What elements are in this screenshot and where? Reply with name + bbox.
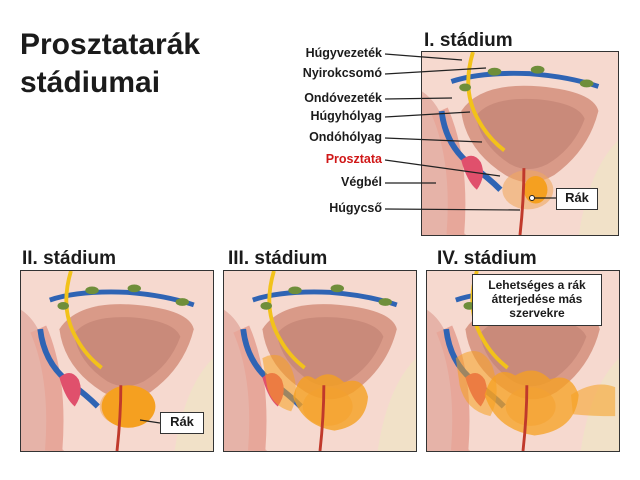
urethra [518,168,526,235]
label-rectum: Végbél [341,175,382,189]
tumor-spread [455,350,497,417]
tumor [523,175,548,204]
label-seminal-vesicle: Ondóhólyag [309,130,382,144]
lymph-node [530,65,545,74]
tumor-metastasis [571,384,616,417]
lymph-node [57,301,69,310]
ureter [267,271,306,370]
label-urethra: Húgycső [329,201,382,215]
stage-3-title: III. stádium [228,248,328,269]
lymph-node [85,286,99,295]
lymph-node [175,298,189,306]
stage-4-title: IV. stádium [437,248,537,269]
stage-4-spread-note: Lehetséges a rák átterjedése más szervek… [472,274,602,326]
tumor [293,374,368,431]
lymph-node [260,301,272,310]
stage-3-illustration [223,270,417,452]
lymph-node [127,284,141,293]
stage-1-title: I. stádium [424,30,513,51]
urethra [318,385,326,451]
stage-1-cancer-callout: Rák [556,188,598,210]
tumor [484,370,579,436]
lymph-node [330,284,344,293]
label-vas-deferens: Ondóvezeték [304,91,382,105]
tumor-spread [262,354,296,412]
lymph-node [288,286,302,295]
title-line-1: Prosztatarák [20,28,201,61]
urethra [115,385,123,451]
urethra [521,385,529,451]
page-title: Prosztatarák stádiumai [20,26,200,102]
ureter [64,271,103,370]
stage-2-cancer-callout: Rák [160,412,204,434]
lymph-node [579,79,594,88]
vas-deferens [49,289,195,308]
lymph-node [378,298,392,306]
seminal-vesicle [59,373,81,407]
tumor [101,385,156,428]
label-prostate: Prosztata [325,152,382,166]
label-bladder: Húgyhólyag [310,109,382,123]
label-ureter: Húgyvezeték [305,46,382,60]
lymph-node [487,67,502,76]
label-lymph-node: Nyirokcsomó [302,66,382,80]
stage-2-title: II. stádium [22,248,116,269]
vas-deferens [450,70,600,89]
lymph-node [459,83,471,92]
title-line-2: stádiumai [20,66,161,99]
vas-deferens [252,289,398,308]
